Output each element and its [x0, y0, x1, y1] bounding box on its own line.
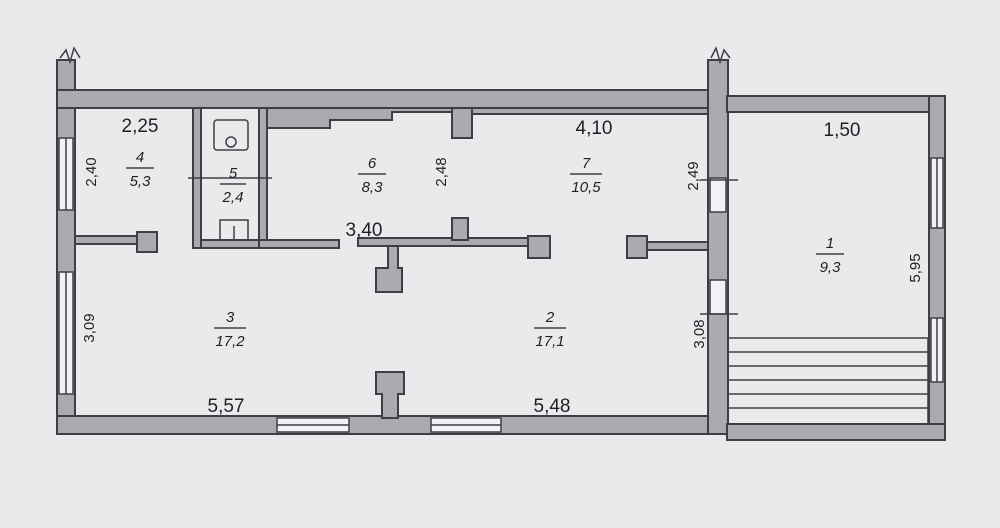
svg-text:3: 3 [226, 309, 235, 326]
dim-side-room7: 2,49 [685, 161, 702, 190]
room-2-label: 2 17,1 [534, 309, 566, 350]
opening-room7 [709, 177, 727, 213]
room-4-label: 4 5,3 [126, 149, 154, 190]
svg-text:7: 7 [582, 155, 591, 172]
svg-text:5,3: 5,3 [130, 173, 152, 190]
room6-top-wall [266, 107, 473, 129]
partition-room4-bottom [74, 235, 138, 245]
room-1-label: 1 9,3 [816, 235, 844, 276]
opening-room2 [709, 279, 727, 315]
dimension-labels: 2,25 4,10 1,50 3,40 5,57 5,48 2,40 2,48 … [81, 116, 924, 417]
svg-text:6: 6 [368, 155, 377, 172]
room1-bottom-wall [726, 423, 946, 441]
dim-side-room4: 2,40 [83, 157, 100, 186]
room-labels: 4 5,3 5 2,4 6 8,3 7 10,5 3 17,2 2 17,1 [126, 149, 844, 350]
dim-side-room6: 2,48 [433, 157, 450, 186]
middle-break-mark [710, 45, 731, 65]
dim-top-room4: 2,25 [122, 116, 159, 137]
beam-post [451, 217, 469, 241]
toilet-icon [213, 119, 249, 151]
column-bottom [375, 371, 405, 419]
dim-bottom-left: 5,57 [208, 396, 245, 417]
bathroom-fixtures [213, 119, 249, 241]
interior-partitions [74, 107, 709, 419]
column-mid [527, 235, 551, 259]
dimension-ticks [188, 177, 738, 315]
left-break-mark [59, 46, 81, 65]
room-3-label: 3 17,2 [214, 309, 246, 350]
dim-top-room1: 1,50 [824, 120, 861, 141]
room1-right-wall [928, 95, 946, 441]
svg-text:17,2: 17,2 [215, 333, 245, 350]
dim-corridor: 3,40 [346, 220, 383, 241]
dim-side-room3: 3,09 [81, 313, 98, 342]
partition-room6-bottom [258, 239, 340, 249]
svg-text:1: 1 [826, 235, 834, 252]
svg-text:5: 5 [229, 165, 238, 182]
svg-text:9,3: 9,3 [820, 259, 842, 276]
room-6-label: 6 8,3 [358, 155, 386, 196]
room-5-label: 5 2,4 [220, 165, 246, 206]
svg-text:4: 4 [136, 149, 144, 166]
dim-top-room7: 4,10 [576, 118, 613, 139]
partition-room5-bottom [200, 239, 262, 249]
pillar-top [451, 107, 473, 139]
svg-text:2: 2 [545, 309, 555, 326]
middle-wall [707, 59, 729, 435]
column-right [626, 235, 648, 259]
beam-right [646, 241, 709, 251]
room-7-label: 7 10,5 [570, 155, 602, 196]
room7-top-offset [471, 107, 709, 115]
top-wall [56, 89, 728, 109]
svg-text:2,4: 2,4 [222, 189, 244, 206]
windows [58, 137, 944, 433]
central-beam [357, 237, 529, 247]
svg-text:17,1: 17,1 [535, 333, 564, 350]
dim-side-room2: 3,08 [691, 319, 708, 348]
column-center [375, 245, 403, 293]
dim-side-room1: 5,95 [907, 253, 924, 282]
svg-text:8,3: 8,3 [362, 179, 384, 196]
room1-top-wall [726, 95, 946, 113]
svg-text:10,5: 10,5 [571, 179, 601, 196]
dim-bottom-right: 5,48 [534, 396, 571, 417]
column-room4 [136, 231, 158, 253]
stair-outline [727, 337, 929, 425]
stairs [727, 337, 929, 425]
